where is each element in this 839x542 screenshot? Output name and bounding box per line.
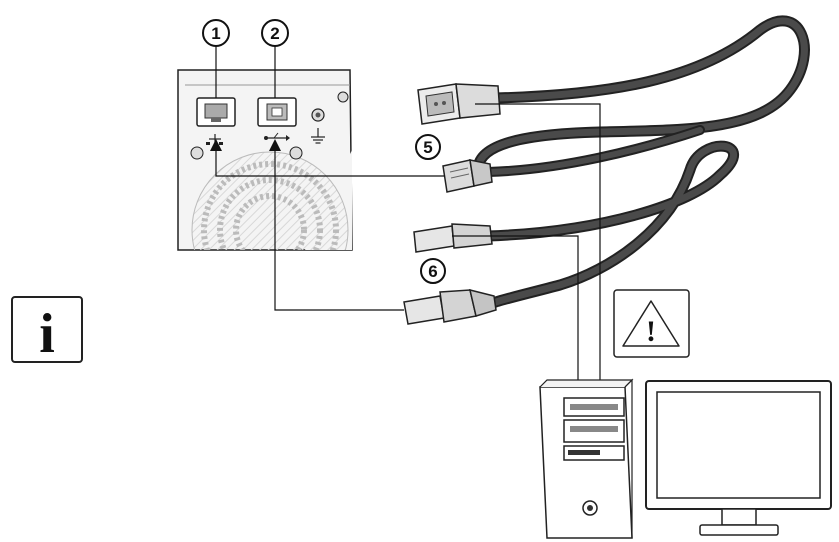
panel-screw [289,146,303,160]
usb-b-leader [269,139,404,311]
warning-icon: ! [613,289,690,358]
warning-icon-glyph: ! [646,315,656,348]
rj45-leader [210,139,445,177]
ground-screw [311,108,325,122]
callout-1: 1 [202,19,230,98]
info-icon-glyph: i [39,303,55,365]
callout-5: 5 [415,134,441,160]
computer-tower [539,378,634,539]
usb-port [257,97,297,127]
callout-5-label: 5 [423,138,432,157]
monitor-screen [656,391,821,499]
info-icon: i [11,296,83,365]
monitor-base [699,524,779,536]
rj45-port [196,97,236,127]
rj45-connector [442,159,493,193]
ground-symbol-icon [311,128,325,144]
callout-2-label: 2 [270,24,279,43]
panel-screw [337,91,349,103]
usb-cable [482,140,739,309]
callout-6: 6 [420,258,446,284]
callout-2: 2 [261,19,289,98]
monitor-stand [721,508,757,526]
usb-a-connector [413,223,493,253]
usb-b-connector [403,288,497,325]
rj45-cable [483,125,705,177]
leader-lines [210,103,606,392]
ups-rear-panel [177,69,353,251]
callout-6-label: 6 [428,262,437,281]
usb-symbol-icon [264,132,290,141]
usb-a-leader [452,235,584,392]
panel-screw [190,146,204,160]
monitor [645,380,832,536]
db9-connector [417,83,501,125]
serial-leader [475,103,606,392]
callout-1-label: 1 [211,24,220,43]
serial-cable [472,15,810,174]
